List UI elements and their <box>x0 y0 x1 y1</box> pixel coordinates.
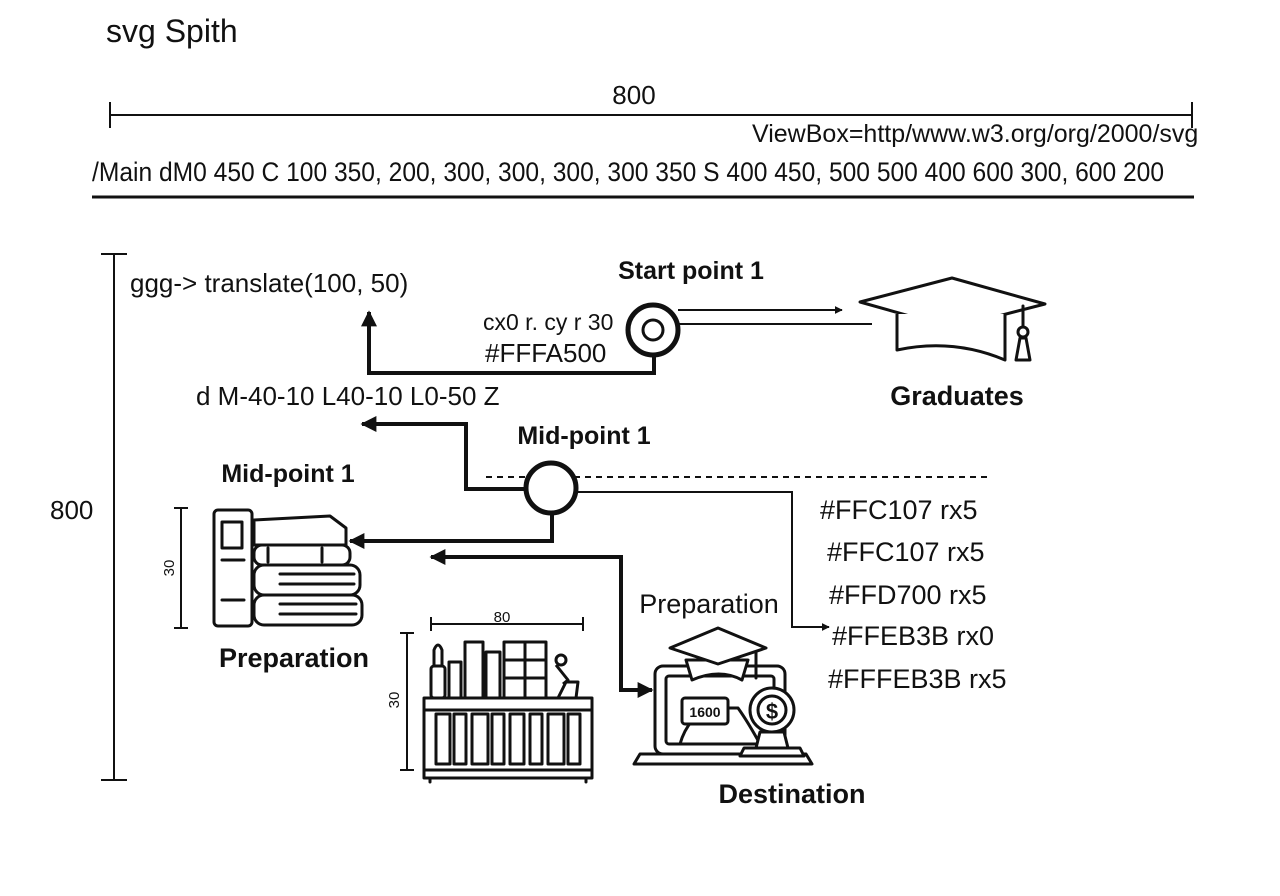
width-dimension <box>109 102 1193 128</box>
main-path-text: /Main dM0 450 C 100 350, 200, 300, 300, … <box>92 157 1164 187</box>
shelf-height-label: 30 <box>386 692 403 709</box>
circle-attr-text: cx0 r. cy r 30 <box>483 309 613 335</box>
books-icon <box>212 508 364 628</box>
mid-point-node <box>523 460 579 516</box>
laptop-graduation-icon <box>632 626 814 766</box>
shelf-height-dimension <box>400 632 414 771</box>
arrow-path-text: d M-40-10 L40-10 L0-50 Z <box>196 381 500 411</box>
preparation-right-label: Preparation <box>639 589 779 619</box>
connector-destination-to-shelf <box>429 549 623 692</box>
diagram-title: svg Spith <box>106 13 238 49</box>
destination-label: Destination <box>718 779 865 809</box>
color-item-2: #FFC107 rx5 <box>827 537 985 567</box>
books-dimension-label: 30 <box>161 560 178 577</box>
shelf-width-label: 80 <box>494 609 511 626</box>
bookshelf-icon <box>422 640 594 784</box>
circle-color-text: #FFFA500 <box>485 338 606 368</box>
color-item-1: #FFC107 rx5 <box>820 495 978 525</box>
dollar-coin-icon: $ <box>766 699 778 724</box>
connector-start-to-group <box>361 310 656 375</box>
connector-mid-to-colors <box>576 491 830 631</box>
connector-mid-to-books <box>348 512 554 549</box>
start-point-label: Start point 1 <box>618 257 764 285</box>
shelf-width-dimension <box>430 617 584 631</box>
laptop-number-label: 1600 <box>689 704 720 720</box>
group-transform-text: ggg-> translate(100, 50) <box>130 268 408 298</box>
color-item-4: #FFEB3B rx0 <box>832 621 994 651</box>
height-dimension-label: 800 <box>50 495 93 525</box>
preparation-left-label: Preparation <box>219 643 369 673</box>
graduation-cap-icon <box>858 276 1047 362</box>
mid-point-center-label: Mid-point 1 <box>517 422 650 450</box>
graduates-label: Graduates <box>890 381 1024 411</box>
height-dimension <box>101 253 127 781</box>
viewbox-text: ViewBox=http/www.w3.org/org/2000/svg <box>752 120 1198 148</box>
width-dimension-label: 800 <box>612 80 655 110</box>
books-dimension <box>174 507 188 629</box>
color-item-3: #FFD700 rx5 <box>829 580 987 610</box>
mid-point-left-label: Mid-point 1 <box>221 460 354 488</box>
color-item-5: #FFFEB3B rx5 <box>828 664 1007 694</box>
start-point-node <box>625 302 681 358</box>
